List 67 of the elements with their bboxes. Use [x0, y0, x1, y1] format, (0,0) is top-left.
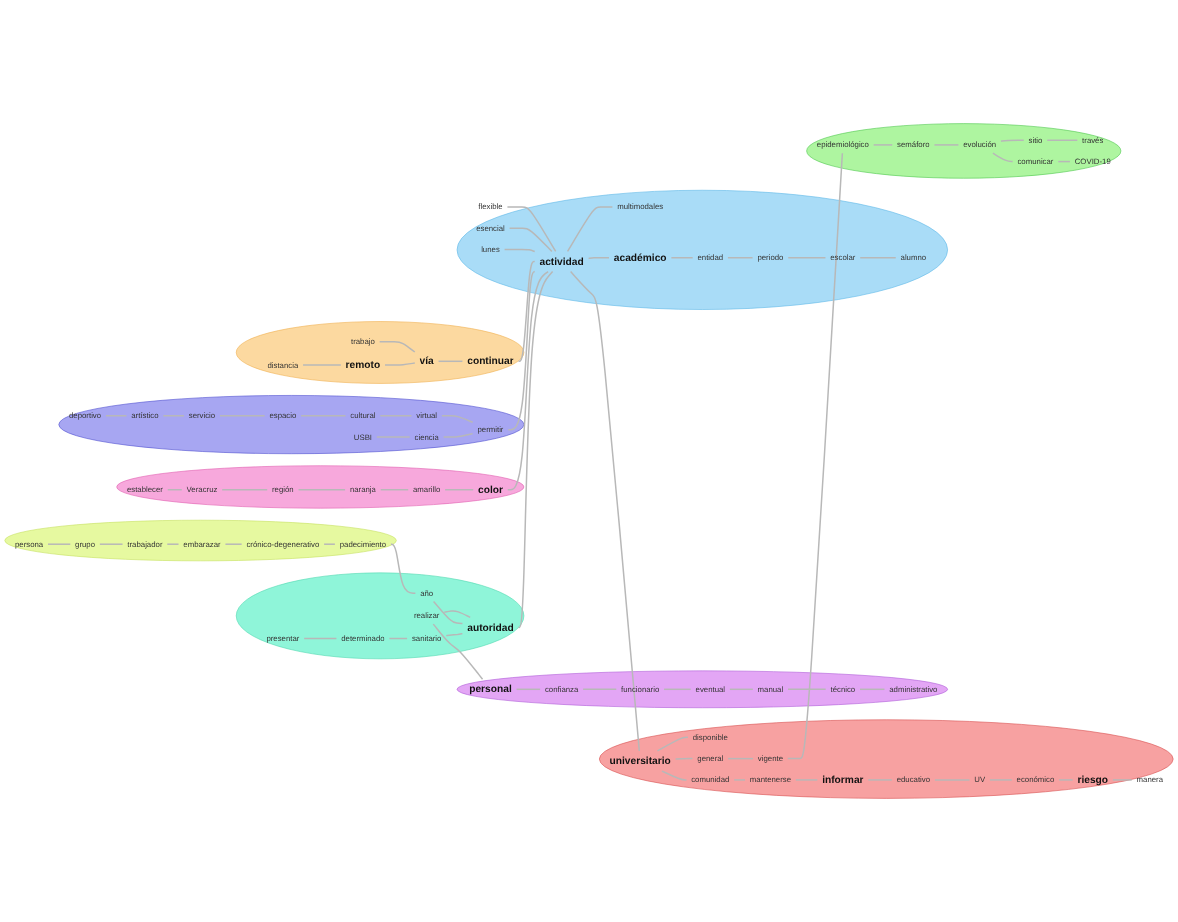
connector: [376, 436, 411, 438]
connector: [323, 543, 336, 545]
connector: [582, 688, 618, 691]
connector: [727, 257, 754, 259]
connector: [302, 364, 342, 366]
connector: [507, 270, 536, 431]
connector: [378, 341, 416, 353]
connector: [787, 152, 844, 760]
connector: [933, 144, 960, 146]
connector: [859, 688, 886, 691]
connector: [515, 688, 541, 691]
connector: [380, 489, 409, 491]
connector: [47, 543, 72, 545]
connector: [444, 489, 474, 491]
cluster: [116, 465, 525, 509]
connector: [221, 489, 268, 491]
connector: [729, 688, 754, 691]
connector: [297, 489, 346, 491]
connector: [99, 543, 124, 545]
connector: [1058, 779, 1074, 781]
connector: [661, 770, 688, 781]
connector: [379, 415, 413, 417]
connector: [384, 362, 416, 366]
connector: [1046, 139, 1079, 142]
connector: [872, 144, 894, 146]
connector: [506, 206, 557, 253]
connector: [437, 360, 464, 363]
connector: [566, 206, 614, 253]
connector: [733, 779, 746, 781]
connector: [508, 227, 553, 253]
connector: [663, 688, 692, 691]
connector: [224, 543, 243, 545]
connector: [1000, 139, 1025, 142]
connector: [859, 257, 897, 259]
cluster: [235, 321, 525, 384]
cluster: [235, 572, 525, 660]
connector: [727, 757, 754, 760]
connector: [992, 152, 1014, 163]
connector: [787, 257, 827, 259]
connector: [441, 415, 474, 424]
connector: [443, 610, 471, 619]
connector: [105, 415, 128, 417]
connector: [787, 688, 827, 691]
connector: [445, 632, 464, 637]
connector: [507, 270, 549, 491]
connector: [795, 779, 819, 781]
connector: [517, 260, 536, 363]
connector: [867, 779, 893, 781]
connector: [442, 432, 474, 438]
connector: [162, 415, 185, 417]
connector: [934, 779, 971, 781]
cluster: [4, 519, 397, 562]
connector: [432, 623, 484, 680]
connector: [300, 415, 347, 417]
connector: [303, 637, 338, 640]
connector: [219, 415, 266, 417]
connector: [989, 779, 1013, 781]
connector: [166, 543, 180, 545]
connector: [670, 257, 694, 259]
connector: [503, 248, 536, 253]
connector: [656, 736, 689, 752]
connector: [517, 270, 554, 629]
connector: [569, 270, 641, 752]
connector: [587, 257, 610, 260]
connector: [432, 600, 464, 625]
cluster: [58, 395, 525, 455]
connector: [1112, 779, 1133, 781]
